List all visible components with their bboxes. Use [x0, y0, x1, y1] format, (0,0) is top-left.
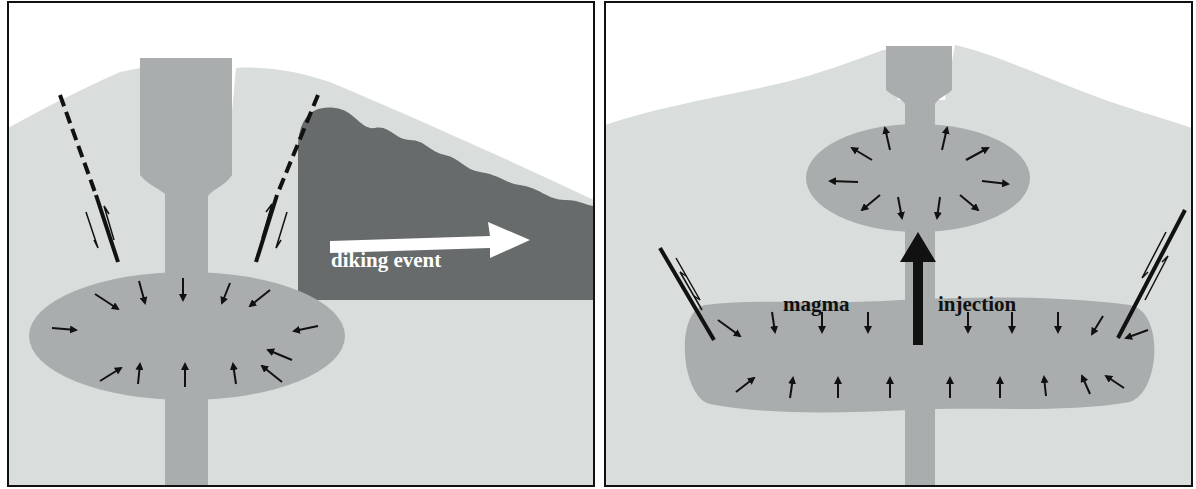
process-label: magma [783, 294, 850, 315]
inward-arrow [262, 366, 282, 382]
inward-arrow [867, 312, 869, 332]
magma-chamber [29, 272, 345, 400]
event-label: diking event [331, 250, 441, 271]
inward-arrow [294, 326, 318, 331]
inward-arrow [250, 290, 270, 306]
inward-arrow [138, 364, 140, 384]
crater-conduit [886, 46, 952, 104]
inward-arrow [772, 312, 775, 332]
inward-arrow [139, 281, 145, 303]
sky [8, 2, 594, 486]
process-label: injection [938, 294, 1016, 315]
panel-frame [8, 2, 594, 486]
inward-arrow [1092, 316, 1103, 334]
sky [605, 2, 1192, 486]
inflation-arrows [830, 128, 1008, 218]
feeder-conduit [905, 400, 935, 486]
inward-arrow [837, 378, 839, 398]
inward-arrow [718, 320, 740, 336]
fault-motion-arrow [86, 212, 98, 248]
inward-arrow [1011, 312, 1013, 332]
inward-arrow [1106, 376, 1124, 388]
volcano-edifice [605, 45, 1192, 486]
inward-arrow [100, 368, 121, 381]
inward-arrow [790, 378, 793, 398]
outward-arrow [937, 197, 940, 218]
deflation-arrows [718, 312, 1148, 398]
inward-arrow [889, 378, 891, 398]
inward-arrow [1126, 330, 1148, 338]
fault-motion-arrow [1142, 232, 1166, 278]
outward-arrow [942, 128, 947, 150]
fault-motion-arrow [680, 272, 702, 310]
inward-arrow [95, 294, 118, 309]
outward-arrow [960, 195, 978, 210]
inward-arrow [222, 283, 230, 303]
fault-line [256, 195, 277, 262]
fault-motion-arrow [1145, 256, 1168, 300]
fault-line [1118, 210, 1185, 338]
inward-arrow [821, 312, 823, 332]
panel-frame [605, 2, 1192, 486]
fault-dashed [60, 95, 96, 195]
inward-arrow [736, 378, 754, 392]
left-panel [8, 2, 594, 486]
inward-arrow [233, 364, 236, 384]
inward-arrow [949, 378, 951, 398]
injection-arrow [900, 232, 936, 345]
fault-line [660, 248, 714, 340]
fault-motion-arrow [262, 204, 272, 238]
volcano-edifice [8, 66, 594, 486]
inward-arrow [967, 312, 969, 332]
crater-conduit [140, 58, 232, 196]
outward-arrow [966, 148, 988, 160]
inward-arrow [1057, 312, 1059, 332]
outward-arrow [830, 181, 858, 182]
fault-line [96, 195, 118, 262]
fault-dashed [277, 95, 318, 195]
outward-arrow [852, 148, 872, 160]
inward-arrow [268, 350, 292, 360]
outward-arrow [982, 181, 1008, 184]
inward-arrow [1082, 376, 1090, 394]
shallow-chamber [806, 124, 1030, 232]
fault-motion-arrow [676, 258, 700, 300]
inward-arrow [52, 328, 76, 330]
fault-motion-arrow [276, 212, 287, 248]
inward-arrow [999, 378, 1001, 398]
outward-arrow [898, 197, 902, 218]
lava-flow [298, 108, 594, 300]
inward-arrow [184, 364, 186, 387]
fault-motion-arrow [104, 206, 114, 240]
outward-arrow [862, 195, 880, 210]
inward-arrow [1044, 377, 1046, 396]
inward-arrow [182, 278, 184, 300]
deflation-arrows [52, 278, 318, 387]
outward-arrow [885, 128, 890, 150]
right-panel [605, 2, 1192, 486]
